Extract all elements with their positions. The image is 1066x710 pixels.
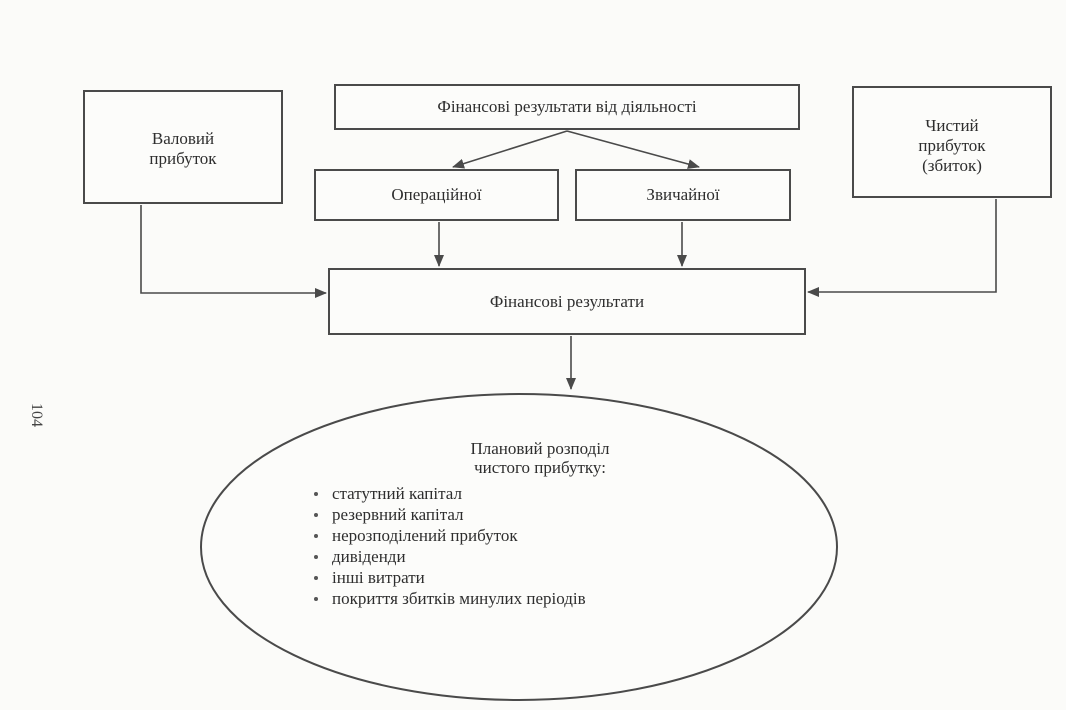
list-item: статутний капітал	[310, 483, 730, 504]
list-item: інші витрати	[310, 567, 730, 588]
list-item: нерозподілений прибуток	[310, 525, 730, 546]
arrow-gross-to-results	[140, 205, 327, 298]
list-item: покриття збитків минулих періодів	[310, 588, 730, 609]
arrow-top-to-operational	[452, 130, 568, 169]
gross-profit-box: Валовий прибуток	[83, 90, 283, 204]
ordinary-box: Звичайної	[575, 169, 791, 221]
financial-results-box: Фінансові результати	[328, 268, 806, 335]
distribution-title: Плановий розподіл чистого прибутку:	[470, 439, 610, 477]
net-profit-label: Чистий прибуток (збиток)	[918, 116, 986, 175]
distribution-list: статутний капітал резервний капітал неро…	[310, 483, 730, 609]
activity-results-label: Фінансові результати від діяльності	[437, 97, 697, 116]
operational-label: Операційної	[391, 185, 482, 204]
net-profit-box: Чистий прибуток (збиток)	[852, 86, 1052, 198]
list-item: дивіденди	[310, 546, 730, 567]
distribution-content: Плановий розподіл чистого прибутку: стат…	[310, 439, 730, 609]
gross-profit-label: Валовий прибуток	[149, 129, 217, 168]
activity-results-box: Фінансові результати від діяльності	[334, 84, 800, 130]
operational-box: Операційної	[314, 169, 559, 221]
distribution-ellipse	[200, 393, 838, 701]
page-number: 104	[28, 403, 45, 427]
arrow-top-to-ordinary	[566, 130, 700, 169]
financial-results-label: Фінансові результати	[489, 291, 645, 311]
arrow-net-to-results	[807, 199, 997, 297]
ordinary-label: Звичайної	[646, 185, 720, 204]
list-item: резервний капітал	[310, 504, 730, 525]
